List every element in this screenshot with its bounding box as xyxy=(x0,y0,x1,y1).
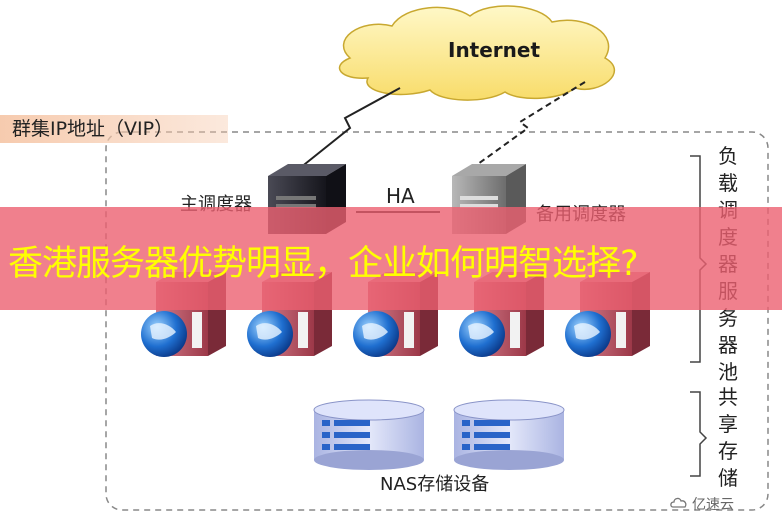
storage-char: 享 xyxy=(718,412,738,436)
cloud-logo-icon xyxy=(670,497,687,508)
nas-disk-1-icon xyxy=(313,399,425,470)
backup-link-line xyxy=(477,81,586,165)
pool-char: 务 xyxy=(718,306,738,330)
banner-title: 香港服务器优势明显，企业如何明智选择? xyxy=(8,244,639,284)
storage-char: 存 xyxy=(718,439,738,463)
pool-char: 负 xyxy=(718,144,738,168)
primary-link-line xyxy=(299,87,401,169)
storage-char: 储 xyxy=(718,466,738,490)
pool-char: 载 xyxy=(718,171,738,195)
pool-char: 器 xyxy=(718,333,738,357)
pool-char: 池 xyxy=(718,360,738,384)
title-banner xyxy=(0,207,782,310)
internet-label: Internet xyxy=(448,38,541,62)
vip-label: 群集IP地址（VIP） xyxy=(0,115,228,143)
cluster-boundary xyxy=(105,131,769,511)
storage-bracket xyxy=(690,391,708,477)
shared-storage-label: 共 享 存 储 xyxy=(716,384,740,492)
storage-char: 共 xyxy=(718,385,738,409)
internet-cloud-icon xyxy=(338,5,616,101)
nas-label: NAS存储设备 xyxy=(380,474,490,495)
nas-disk-2-icon xyxy=(453,399,565,470)
ha-label: HA xyxy=(386,184,415,208)
watermark-text: 亿速云 xyxy=(692,497,734,513)
